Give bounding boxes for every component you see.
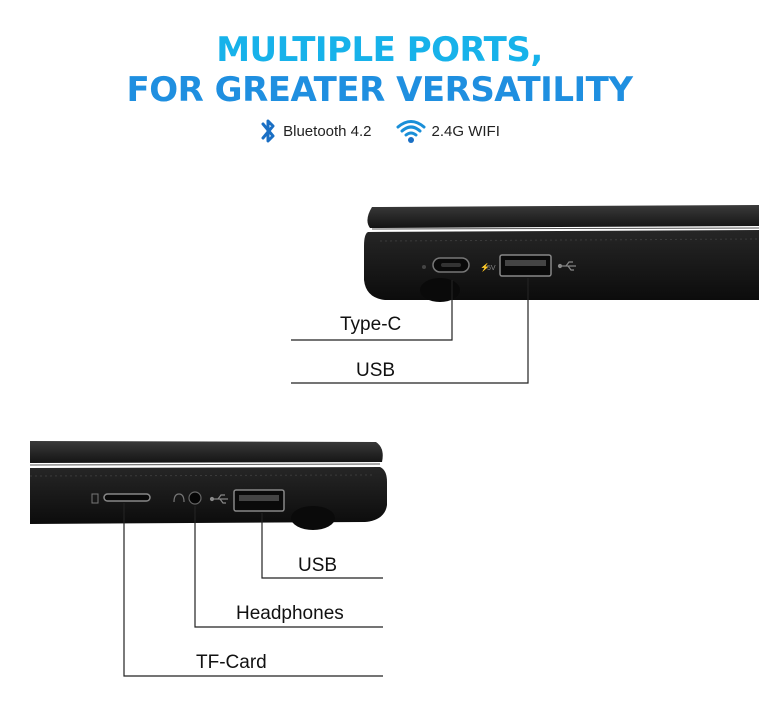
feature-bluetooth: Bluetooth 4.2 [259, 116, 372, 146]
laptop-left-side [29, 441, 387, 677]
power-mark: ⚡ [480, 262, 490, 272]
tfcard-leader-line [123, 503, 383, 677]
headphone-jack [188, 491, 202, 505]
headphones-label: Headphones [236, 603, 344, 624]
bluetooth-icon [259, 116, 277, 146]
typec-label: Type-C [340, 314, 402, 335]
headline-line-1: MULTIPLE PORTS, [216, 30, 543, 70]
tfcard-label: TF-Card [196, 652, 267, 673]
sd-card-icon [91, 493, 99, 504]
usb-symbol-icon-left [209, 494, 228, 504]
power-5v-label: 5V [487, 265, 496, 272]
tf-card-slot [103, 493, 151, 502]
laptop-right-side: ⚡ 5V [291, 205, 759, 384]
headphones-leader-line [194, 506, 383, 628]
feature-list: Bluetooth 4.2 2.4G WIFI [0, 116, 759, 146]
headline-line-2: FOR GREATER VERSATILITY [126, 70, 633, 110]
wifi-icon [396, 117, 426, 145]
usb-right-leader-line [291, 278, 529, 384]
typec-leader-line [291, 280, 453, 341]
usb-right-label: USB [356, 360, 396, 381]
usb-symbol-icon [557, 261, 576, 271]
usb-left-leader-line [261, 513, 383, 579]
headphones-icon [173, 493, 185, 503]
bluetooth-label: Bluetooth 4.2 [283, 122, 372, 140]
usb-left-label: USB [298, 555, 338, 576]
led-indicator [422, 265, 426, 269]
wifi-label: 2.4G WIFI [431, 122, 500, 140]
feature-wifi: 2.4G WIFI [396, 117, 500, 145]
